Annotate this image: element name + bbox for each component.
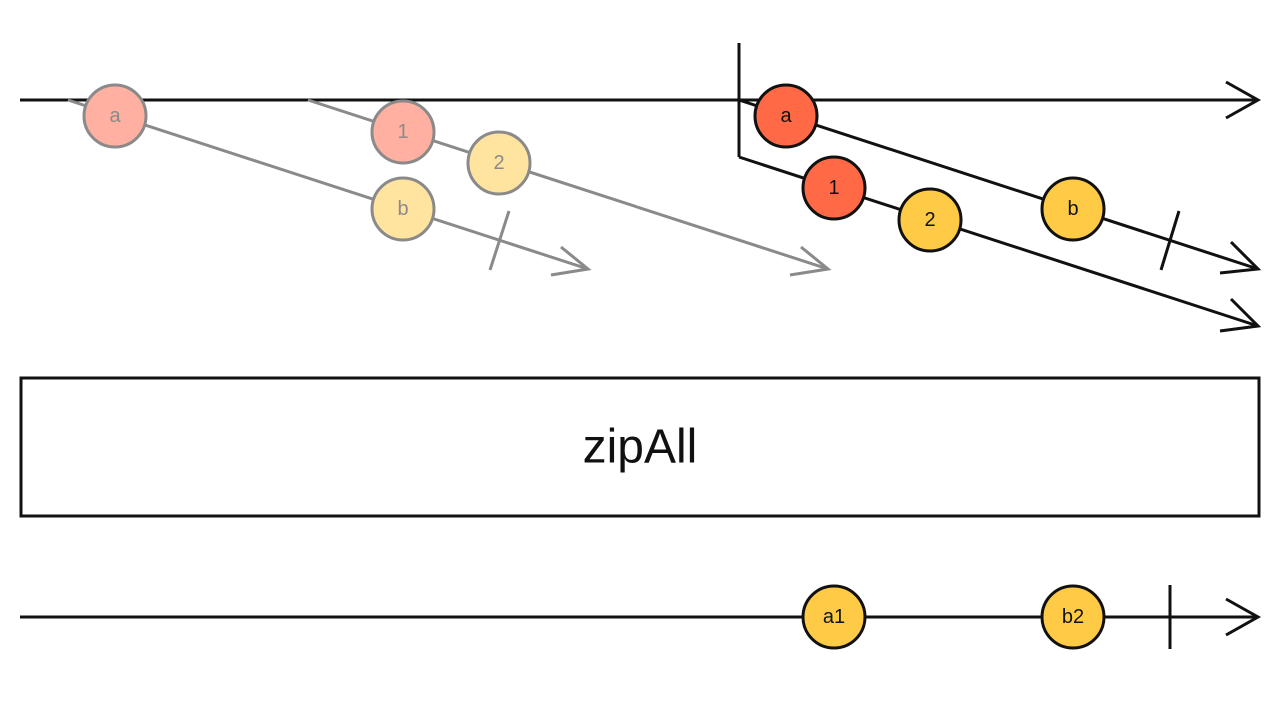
marble-a: a [753, 83, 819, 149]
ghost-marble-a-label: a [109, 105, 121, 127]
output-marble-b2-label: b2 [1062, 606, 1084, 628]
inner-1-line [738, 98, 1259, 271]
marble-2: 2 [897, 187, 963, 253]
marble-1: 1 [801, 155, 867, 221]
output-marble-a1: a1 [801, 584, 867, 650]
source-arrow-head [1225, 80, 1262, 120]
ghost-marble-2-circle [466, 130, 532, 196]
output-marble-a1-circle [801, 584, 867, 650]
marble-1-circle [801, 155, 867, 221]
inner-observable-1-ghost: a b [67, 83, 592, 277]
ghost-inner-1-line [67, 98, 589, 271]
operator-box-frame [19, 376, 1261, 518]
ghost-inner-2-arrow-head [789, 245, 832, 277]
marble-b-label: b [1067, 198, 1078, 220]
operator-label: zipAll [583, 421, 698, 474]
ghost-inner-1-arrow-head [550, 245, 592, 277]
marble-a-circle [753, 83, 819, 149]
marble-a-label: a [780, 105, 792, 127]
output-arrow-head [1225, 597, 1262, 637]
inner-1-arrow-head [1219, 240, 1262, 275]
marble-2-label: 2 [924, 209, 935, 231]
inner-observable-2: 1 2 [738, 155, 1262, 333]
operator-box: zipAll [19, 376, 1261, 518]
ghost-marble-b: b [370, 176, 436, 242]
output-marble-b2: b2 [1040, 584, 1106, 650]
marble-b-circle [1040, 176, 1106, 242]
output-marble-b2-circle [1040, 584, 1106, 650]
ghost-marble-b-circle [370, 176, 436, 242]
inner-observable-2-ghost: 1 2 [307, 98, 832, 277]
marble-1-label: 1 [828, 177, 839, 199]
marble-b: b [1040, 176, 1106, 242]
ghost-marble-2-label: 2 [493, 152, 504, 174]
ghost-marble-2: 2 [466, 130, 532, 196]
source-timeline [20, 80, 1262, 120]
output-timeline: a1 b2 [20, 584, 1262, 650]
output-marble-a1-label: a1 [823, 606, 845, 628]
ghost-marble-a-circle [82, 83, 148, 149]
active-inners: a b 1 2 [737, 43, 1262, 333]
ghost-inner-1-complete-tick [488, 210, 511, 271]
ghost-marble-b-label: b [397, 198, 408, 220]
ghost-marble-1-label: 1 [397, 121, 408, 143]
ghost-marble-a: a [82, 83, 148, 149]
marble-2-circle [897, 187, 963, 253]
inner-1-complete-tick [1159, 210, 1181, 271]
ghost-marble-1-circle [370, 99, 436, 165]
ghost-marble-1: 1 [370, 99, 436, 165]
inner-observable-1: a b [738, 83, 1262, 275]
inner-2-arrow-head [1219, 297, 1262, 333]
